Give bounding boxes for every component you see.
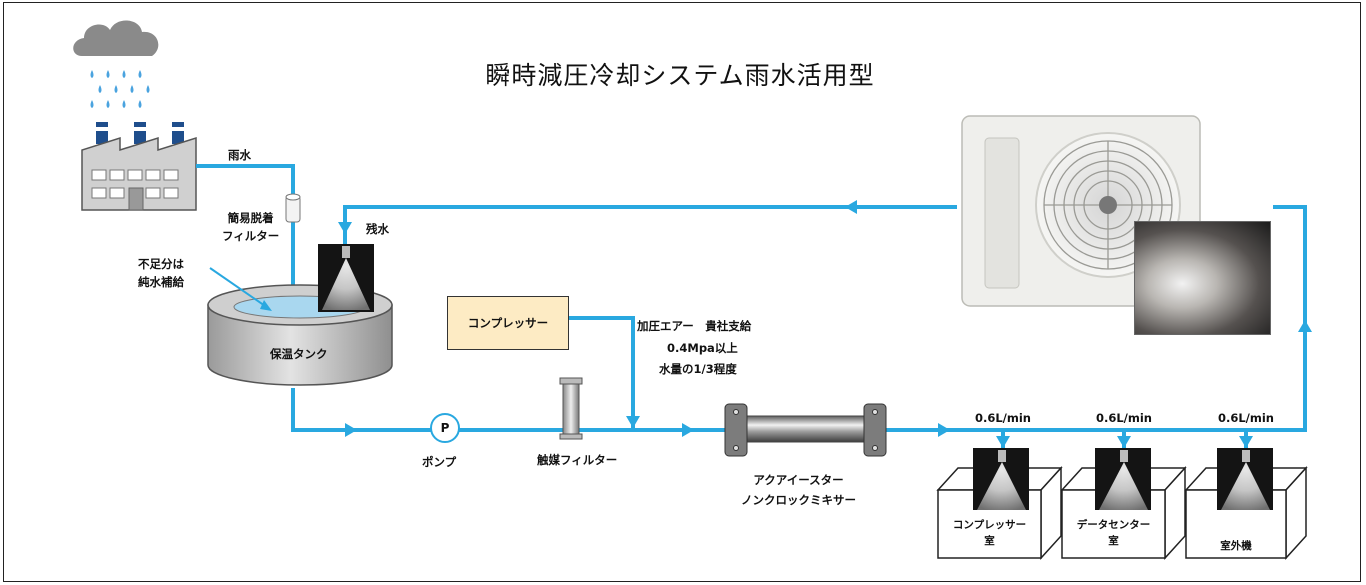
pump-label: ポンプ (422, 455, 457, 469)
nozzle-sprays (973, 448, 1273, 510)
room-flow-label: 0.6L/min (1217, 411, 1274, 425)
flow-arrow-icon (682, 423, 694, 437)
water-ratio-label: 水量の1/3程度 (659, 362, 737, 376)
room-name-label: データセンター 室 (1076, 519, 1151, 548)
flow-arrow-icon (1117, 436, 1131, 448)
rainwater-pipe (196, 164, 295, 302)
residual-spray-icon (318, 244, 374, 312)
flow-arrow-icon (845, 200, 857, 214)
residual-water-pipe (343, 205, 957, 262)
mixer-icon (724, 403, 887, 457)
room-name-label: コンプレッサー 室 (952, 519, 1027, 548)
flow-arrows (286, 200, 1312, 448)
residual-water-label: 残水 (366, 222, 389, 236)
mist-spray-photo (1134, 221, 1271, 335)
flow-arrow-icon (1239, 436, 1253, 448)
tank-label: 保温タンク (270, 347, 328, 361)
pressurized-air-label: 加圧エアー 貴社支給 (637, 319, 752, 333)
rainwater-label: 雨水 (228, 148, 251, 162)
flow-arrow-icon (938, 423, 950, 437)
pressurized-air-pipe (568, 316, 635, 432)
diagram-border (3, 2, 1361, 582)
rain-cloud-icon (73, 20, 159, 108)
shortage-supply-label: 不足分は 純水補給 (138, 257, 184, 289)
compressor-label: コンプレッサー (467, 316, 549, 330)
flow-arrow-icon (626, 416, 640, 428)
room-flow-label: 0.6L/min (974, 411, 1031, 425)
catalyst-filter-label: 触媒フィルター (537, 453, 618, 467)
nozzle-spray-icon (1217, 448, 1273, 510)
room-flow-label: 0.6L/min (1095, 411, 1152, 425)
factory-icon (81, 122, 197, 211)
room-name-label: 室外機 (1220, 540, 1252, 552)
diagram-title: 瞬時減圧冷却システム雨水活用型 (485, 61, 875, 90)
pump-symbol: P (440, 421, 450, 435)
nozzle-spray-icon (973, 448, 1029, 510)
simple-filter-label: 簡易脱着 フィルター (222, 211, 280, 243)
main-supply-pipe (291, 205, 1307, 432)
compressor-box: コンプレッサー (447, 296, 569, 350)
nozzle-spray-icon (1095, 448, 1151, 510)
flow-arrow-icon (996, 436, 1010, 448)
pressure-label: 0.4Mpa以上 (667, 341, 738, 355)
flow-arrow-icon (338, 222, 352, 234)
simple-filter-icon (285, 193, 301, 223)
flow-arrow-icon (1298, 320, 1312, 332)
catalyst-filter-icon (559, 377, 583, 440)
mixer-label: アクアイースター ノンクロックミキサー (741, 473, 856, 508)
flow-arrow-icon (345, 423, 357, 437)
pump-icon (430, 413, 460, 443)
